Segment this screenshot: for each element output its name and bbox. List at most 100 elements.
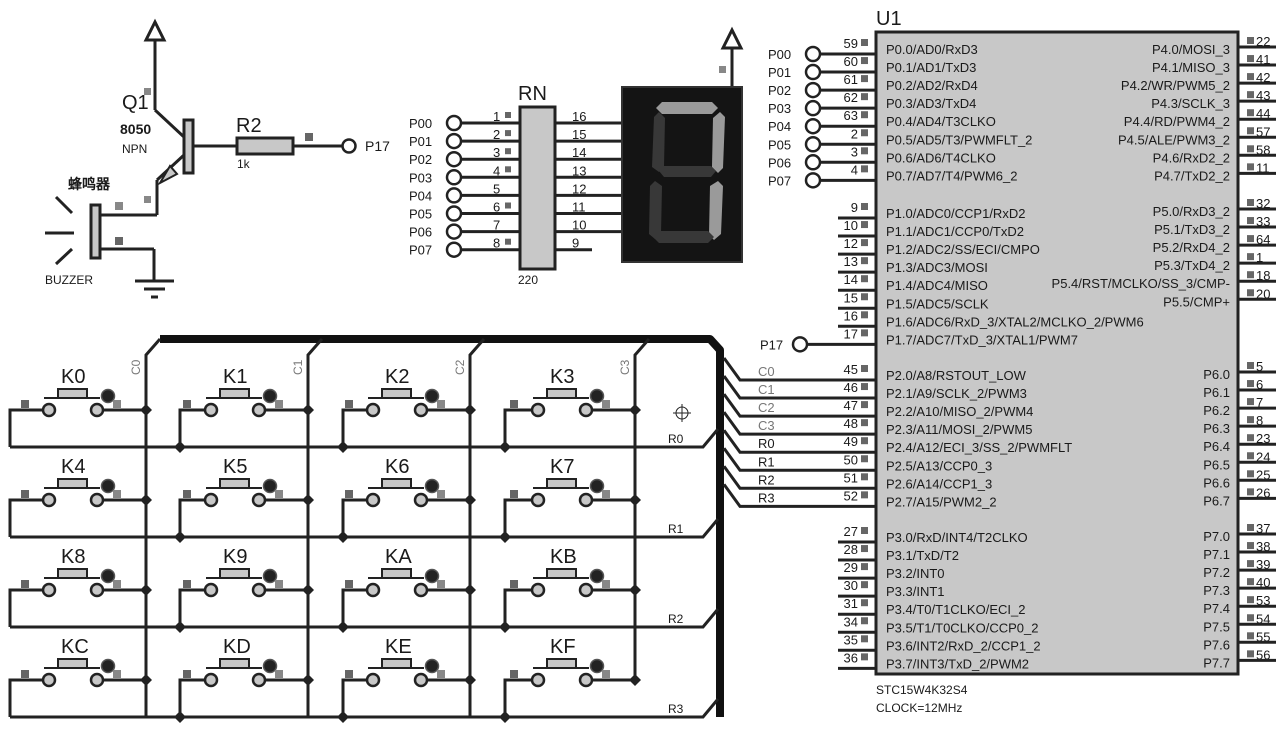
key-button-ke[interactable] [381, 658, 412, 669]
key-state-icon [589, 658, 605, 674]
mcu-pin-name: P0.5/AD5/T3/PWMFLT_2 [886, 132, 1032, 147]
net-terminal[interactable] [445, 241, 463, 258]
pin-marker [345, 400, 353, 408]
pin-marker [275, 400, 283, 408]
net-terminal[interactable] [804, 172, 822, 189]
net-terminal[interactable] [804, 154, 822, 171]
pin-marker [275, 580, 283, 588]
key-state-icon [424, 388, 440, 404]
buzzer[interactable] [89, 203, 102, 260]
key-pin [89, 402, 105, 418]
net-terminal[interactable] [804, 136, 822, 153]
resistor-r2[interactable] [235, 136, 295, 156]
rn-body[interactable] [518, 105, 557, 271]
mcu-pin-name: P1.1/ADC1/CCP0/TxD2 [886, 224, 1024, 239]
pin-marker [861, 221, 868, 229]
net-terminal[interactable] [445, 223, 463, 240]
key-button-k9[interactable] [219, 568, 250, 579]
mcu-pin-name: P6.5 [1203, 457, 1230, 472]
mcu-pin-wire [722, 411, 876, 436]
net-terminal[interactable] [445, 114, 463, 132]
key-button-k5[interactable] [219, 478, 250, 489]
key-button-k1[interactable] [219, 388, 250, 399]
net-terminal[interactable] [445, 187, 463, 204]
mcu-pin-name: P2.1/A9/SCLK_2/PWM3 [886, 386, 1027, 401]
junction-dot [464, 674, 476, 686]
row-wire [10, 518, 720, 539]
transistor-q1[interactable] [182, 118, 195, 175]
key-button-k4[interactable] [57, 478, 88, 489]
mcu-pin-name: P3.5/T1/T0CLKO/CCP0_2 [886, 620, 1038, 635]
pin-marker [1247, 199, 1254, 206]
net-terminal[interactable] [804, 99, 822, 117]
pin-marker [21, 400, 29, 408]
mcu-pin-name: P1.4/ADC4/MISO [886, 278, 988, 293]
mcu-body[interactable] [874, 30, 1240, 676]
key-button-k7[interactable] [546, 478, 577, 489]
key-button-kd[interactable] [219, 658, 250, 669]
junction-dot [302, 674, 314, 686]
mcu-pin-number: 60 [844, 54, 858, 69]
key-pin [365, 582, 381, 598]
mcu-pin-number: 61 [844, 72, 858, 87]
key-button-kb[interactable] [546, 568, 577, 579]
net-terminal[interactable] [804, 81, 822, 99]
pin-marker [505, 166, 511, 173]
sound-waves-icon [45, 195, 74, 266]
pin-marker [861, 75, 868, 83]
key-button-kc[interactable] [57, 658, 88, 669]
junction-dot [140, 584, 152, 596]
net-terminal[interactable] [445, 169, 463, 186]
net-terminal[interactable] [804, 45, 822, 63]
mcu-pin-number: 43 [1256, 88, 1270, 103]
key-label: KB [550, 546, 577, 568]
key-button-ka[interactable] [381, 568, 412, 579]
key-pin [203, 492, 219, 508]
mcu-pin-number: 63 [844, 108, 858, 123]
p17-terminal[interactable] [341, 138, 357, 154]
buzzer-cn-label: 蜂鸣器 [68, 176, 111, 192]
row-wire [10, 698, 720, 719]
key-pin [41, 492, 57, 508]
pin-marker [602, 400, 610, 408]
net-terminal[interactable] [445, 150, 463, 168]
net-terminal[interactable] [791, 336, 809, 353]
key-button-k6[interactable] [381, 478, 412, 489]
mcu-pin-number: 9 [851, 200, 858, 215]
net-terminal[interactable] [804, 117, 822, 135]
net-terminal[interactable] [445, 132, 463, 150]
pin-marker [1247, 380, 1254, 388]
mcu-pin-name: P0.6/AD6/T4CLKO [886, 150, 996, 165]
net-terminal[interactable] [445, 205, 463, 222]
key-button-k2[interactable] [381, 388, 412, 399]
pin-marker [1247, 145, 1254, 153]
mcu-pin-name: P2.2/A10/MISO_2/PWM4 [886, 404, 1033, 419]
pin-marker [1247, 542, 1254, 550]
mcu-pin-number: 57 [1256, 124, 1270, 139]
net-terminal[interactable] [804, 63, 822, 81]
key-button-k8[interactable] [57, 568, 88, 579]
pin-marker [437, 580, 445, 588]
key-pin [530, 582, 546, 598]
key-button-k0[interactable] [57, 388, 88, 399]
key-pin [578, 582, 594, 598]
key-state-icon [262, 568, 278, 584]
key-button-kf[interactable] [546, 658, 577, 669]
mcu-pin-number: 36 [844, 650, 858, 665]
net-label: C2 [758, 400, 775, 415]
pin-marker [1247, 253, 1254, 261]
key-button-k3[interactable] [546, 388, 577, 399]
pin-marker [861, 93, 868, 101]
seven-segment-display[interactable] [621, 26, 744, 263]
junction-dot [302, 494, 314, 506]
key-state-icon [100, 388, 116, 404]
key-pin [413, 402, 429, 418]
key-pin [578, 672, 594, 688]
pin-marker [113, 400, 121, 408]
segment-b [712, 112, 725, 173]
mcu-pin-number: 50 [844, 452, 858, 467]
pin-marker [505, 112, 511, 118]
rn-pin-number: 16 [572, 109, 586, 124]
mcu-ref-label: U1 [876, 8, 902, 30]
